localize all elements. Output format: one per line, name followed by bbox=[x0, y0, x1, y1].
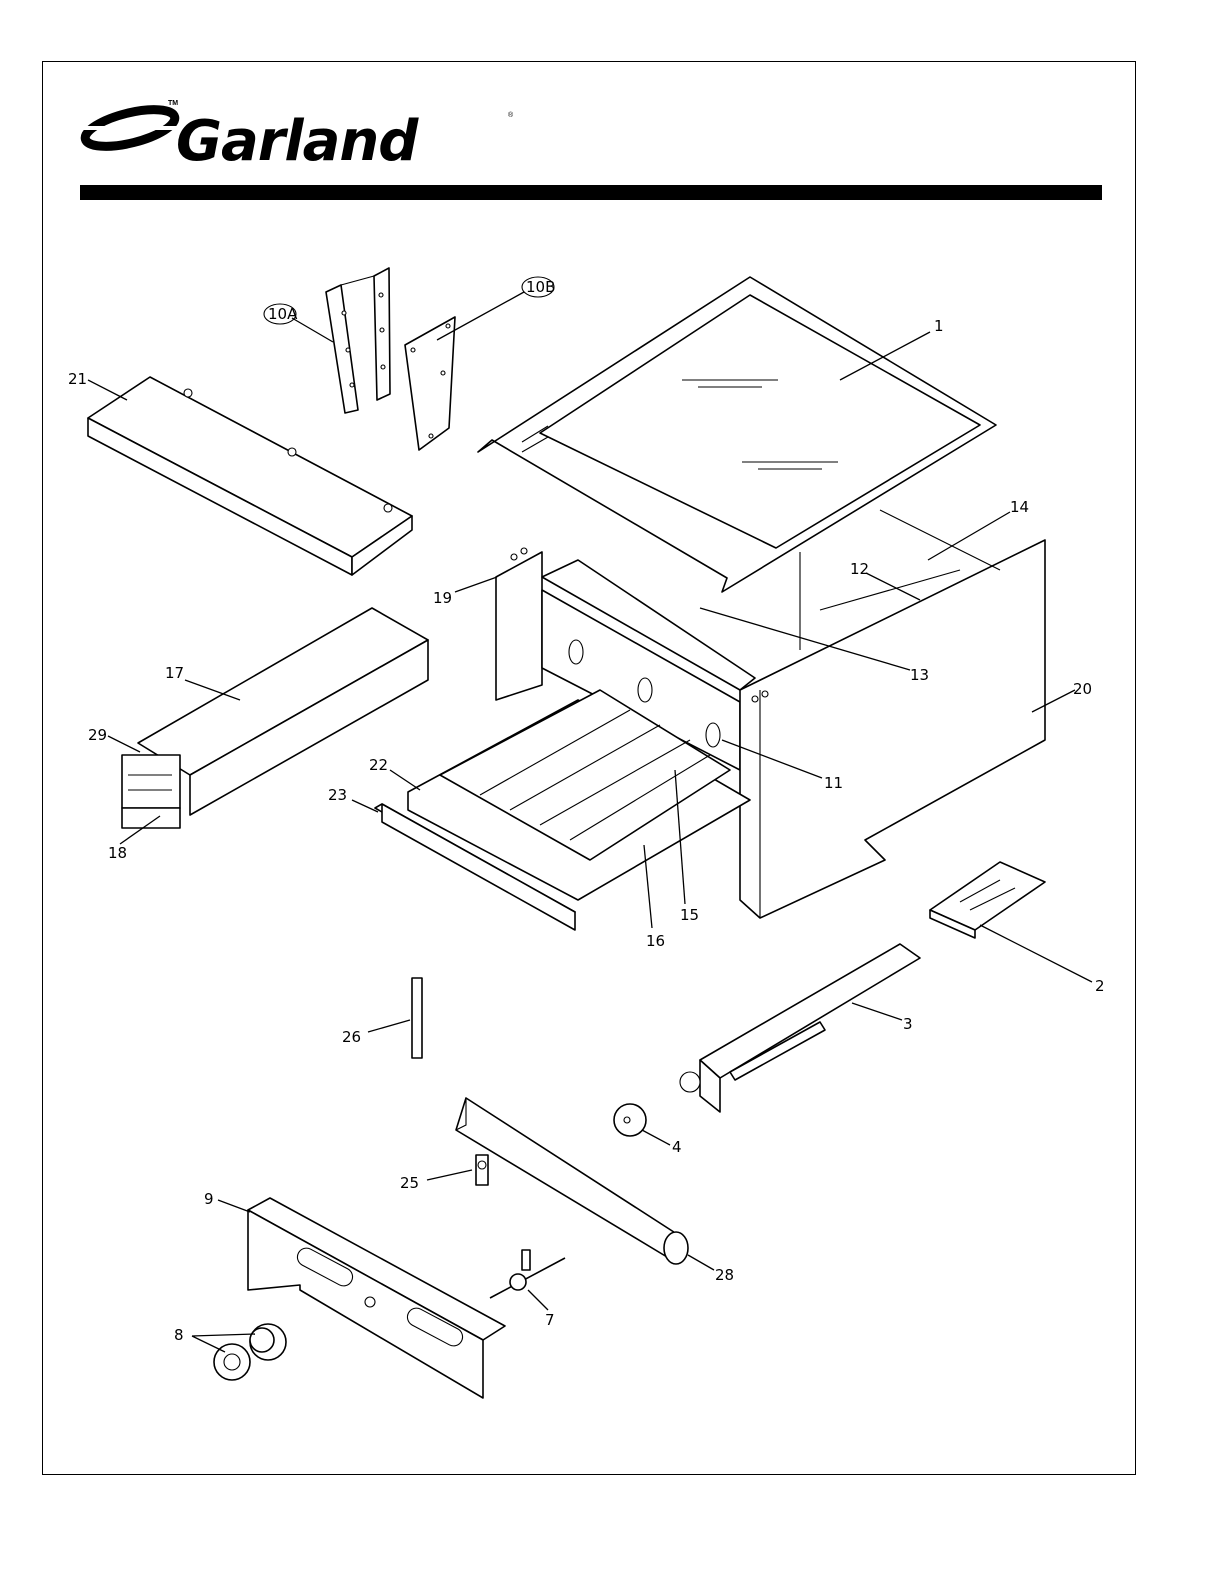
callout-1: 1 bbox=[934, 317, 944, 335]
callout-29: 29 bbox=[88, 726, 107, 744]
part-10a-bracket bbox=[326, 268, 390, 413]
callout-10a: 10A bbox=[268, 305, 298, 323]
callout-4: 4 bbox=[672, 1138, 682, 1156]
callout-19: 19 bbox=[433, 589, 452, 607]
callout-28: 28 bbox=[715, 1266, 734, 1284]
oven-cabinet-assembly bbox=[375, 510, 1045, 930]
callout-22: 22 bbox=[369, 756, 388, 774]
callout-8: 8 bbox=[174, 1326, 184, 1344]
callout-18: 18 bbox=[108, 844, 127, 862]
part-9-valve-panel bbox=[248, 1198, 505, 1398]
part-26-rod bbox=[412, 978, 422, 1058]
part-4-shutter bbox=[614, 1104, 646, 1136]
callout-2: 2 bbox=[1095, 977, 1105, 995]
callout-10b: 10B bbox=[526, 278, 555, 296]
callout-16: 16 bbox=[646, 932, 665, 950]
part-3-manifold-bracket bbox=[680, 944, 920, 1112]
part-10b-plate bbox=[405, 317, 455, 450]
callout-15: 15 bbox=[680, 906, 699, 924]
part-2-control-panel bbox=[930, 862, 1045, 938]
callout-20: 20 bbox=[1073, 680, 1092, 698]
part-17-burner-box bbox=[122, 608, 428, 828]
callout-13: 13 bbox=[910, 666, 929, 684]
callout-7: 7 bbox=[545, 1311, 555, 1329]
callout-11: 11 bbox=[824, 774, 843, 792]
part-28-manifold-pipe bbox=[456, 1098, 688, 1264]
part-1-griddle-plate bbox=[478, 277, 996, 592]
part-7-valve bbox=[490, 1250, 565, 1298]
callout-21: 21 bbox=[68, 370, 87, 388]
callout-23: 23 bbox=[328, 786, 347, 804]
callout-12: 12 bbox=[850, 560, 869, 578]
callout-26: 26 bbox=[342, 1028, 361, 1046]
part-25-orifice bbox=[476, 1155, 488, 1185]
callout-14: 14 bbox=[1010, 498, 1029, 516]
callout-17: 17 bbox=[165, 664, 184, 682]
part-21-front-rail bbox=[88, 377, 412, 575]
callout-3: 3 bbox=[903, 1015, 913, 1033]
callout-9: 9 bbox=[204, 1190, 214, 1208]
callout-25: 25 bbox=[400, 1174, 419, 1192]
